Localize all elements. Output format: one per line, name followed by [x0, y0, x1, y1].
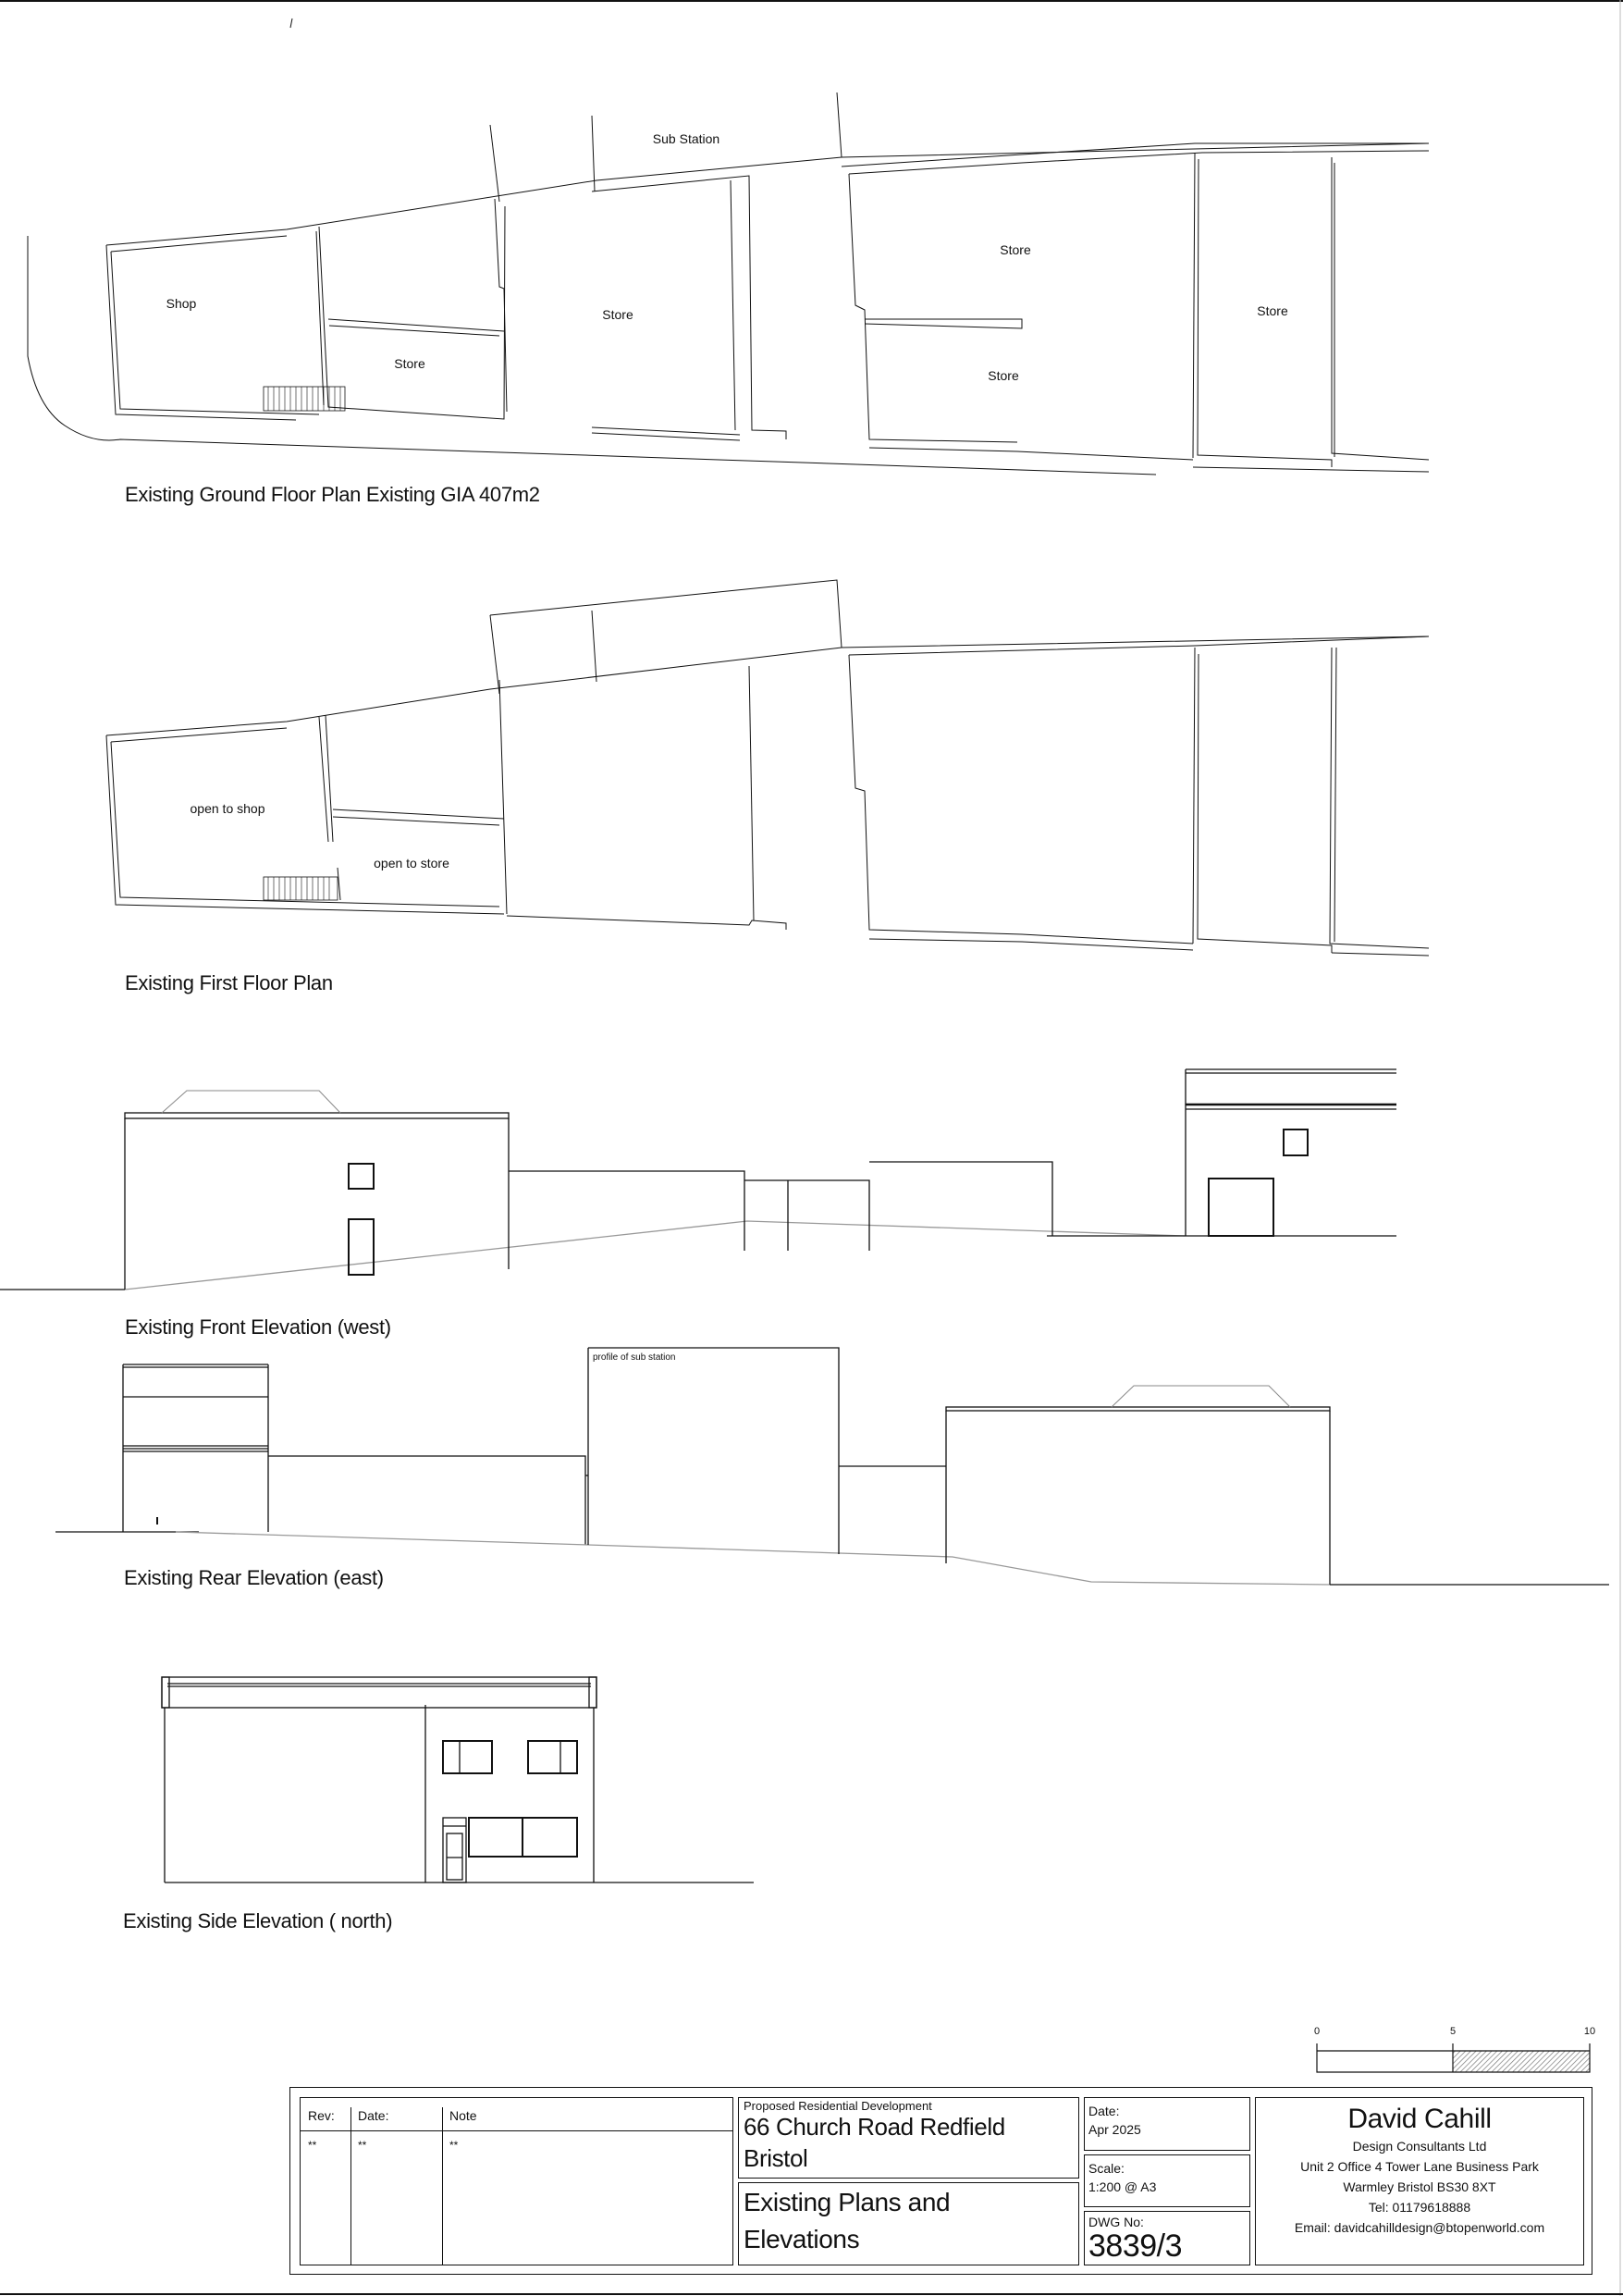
scale-box: Scale: 1:200 @ A3 [1084, 2154, 1250, 2207]
room-label-store: Store [602, 307, 633, 322]
front-elevation [0, 1068, 1396, 1290]
ground-floor-plan-caption: Existing Ground Floor Plan Existing GIA … [125, 483, 540, 506]
company-line1: Design Consultants Ltd [1352, 2139, 1487, 2154]
company-address-line2: Warmley Bristol BS30 8XT [1343, 2179, 1496, 2194]
note-value: ** [449, 2139, 459, 2152]
rear-elevation-caption: Existing Rear Elevation (east) [124, 1566, 384, 1589]
title-block: Rev: Date: Note ** ** ** Proposed Reside… [289, 2087, 1592, 2275]
company-box: David Cahill Design Consultants Ltd Unit… [1255, 2097, 1584, 2265]
drawing-title-line1: Existing Plans and [744, 2188, 951, 2216]
date-box: Date: Apr 2025 [1084, 2097, 1250, 2151]
first-floor-plan-caption: Existing First Floor Plan [125, 971, 333, 994]
date-value: ** [358, 2139, 367, 2152]
scale-bar [1316, 2043, 1591, 2073]
first-floor-plan [105, 579, 1430, 957]
room-label-shop: Shop [166, 296, 197, 311]
project-subtitle: Proposed Residential Development [744, 2099, 932, 2113]
company-email: Email: davidcahilldesign@btopenworld.com [1294, 2220, 1545, 2235]
drawing-title-line2: Elevations [744, 2225, 860, 2253]
note-header: Note [449, 2108, 477, 2123]
scale-tick-5: 5 [1449, 2026, 1457, 2037]
date-label: Date: [1088, 2104, 1120, 2118]
dwg-number-value: 3839/3 [1088, 2228, 1183, 2264]
project-box: Proposed Residential Development 66 Chur… [738, 2097, 1079, 2179]
drawing-title-box: Existing Plans and Elevations [738, 2182, 1079, 2265]
company-name: David Cahill [1347, 2104, 1492, 2134]
scale-label: Scale: [1088, 2161, 1125, 2176]
sub-station-profile-note: profile of sub station [593, 1352, 676, 1363]
revisions-table: Rev: Date: Note ** ** ** [300, 2097, 733, 2265]
scale-tick-10: 10 [1583, 2026, 1596, 2037]
company-tel: Tel: 01179618888 [1368, 2200, 1471, 2215]
scale-tick-0: 0 [1313, 2026, 1321, 2037]
rev-value: ** [308, 2139, 317, 2152]
room-label-store: Store [1257, 303, 1288, 318]
room-label-sub-station: Sub Station [652, 131, 720, 146]
dwg-number-box: DWG No: 3839/3 [1084, 2211, 1250, 2265]
room-label-open-to-store: open to store [374, 856, 449, 870]
scale-value: 1:200 @ A3 [1088, 2179, 1157, 2194]
front-elevation-caption: Existing Front Elevation (west) [125, 1315, 391, 1339]
room-label-store: Store [394, 356, 425, 371]
room-label-store: Store [988, 368, 1019, 383]
ground-floor-plan [27, 92, 1430, 475]
project-address-line1: 66 Church Road Redfield [744, 2113, 1005, 2141]
room-label-open-to-shop: open to shop [190, 801, 265, 816]
room-label-store: Store [1000, 242, 1031, 257]
date-value: Apr 2025 [1088, 2122, 1141, 2137]
dwg-number-label: DWG No: [1088, 2215, 1144, 2229]
project-address-line2: Bristol [744, 2144, 808, 2172]
side-elevation-caption: Existing Side Elevation ( north) [123, 1909, 393, 1932]
side-elevation [161, 1676, 754, 1883]
company-address-line1: Unit 2 Office 4 Tower Lane Business Park [1300, 2159, 1539, 2174]
date-header: Date: [358, 2108, 389, 2123]
rev-header: Rev: [308, 2108, 335, 2123]
rear-elevation [55, 1347, 1609, 1586]
